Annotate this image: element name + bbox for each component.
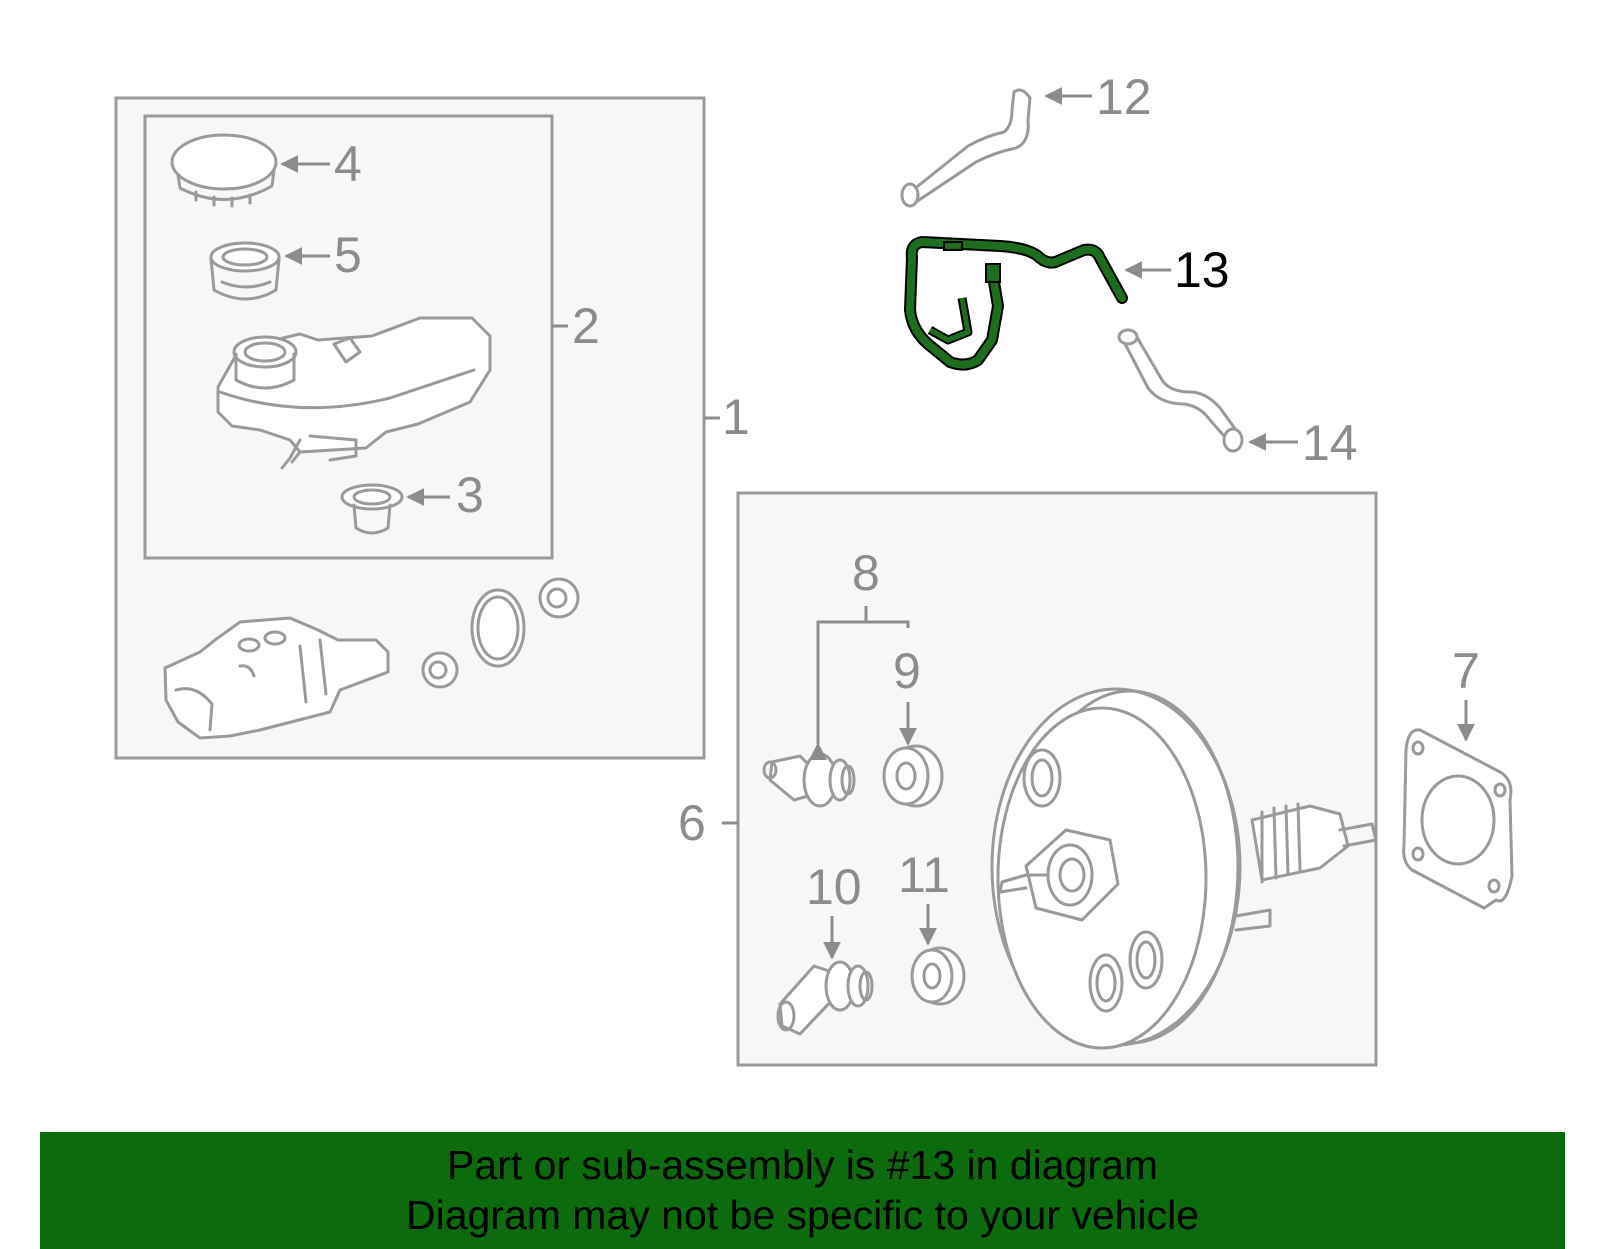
callout-3: 3 — [456, 467, 484, 523]
footer-note-disclaimer: Diagram may not be specific to your vehi… — [405, 1192, 1199, 1238]
master-cylinder-o-ring[interactable] — [470, 588, 526, 668]
part-5-strainer[interactable] — [209, 241, 281, 301]
callout-13: 13 — [1174, 242, 1230, 298]
part-14-hose-lower[interactable] — [1117, 328, 1244, 453]
footer-banner: Part or sub-assembly is #13 in diagram D… — [40, 1132, 1565, 1249]
callout-5: 5 — [334, 227, 362, 283]
part-4-reservoir-cap[interactable] — [170, 133, 278, 208]
leader-lines — [280, 87, 1475, 960]
footer-note-part-number: Part or sub-assembly is #13 in diagram — [447, 1142, 1158, 1188]
part-13-vacuum-hose-highlighted[interactable] — [904, 236, 1128, 371]
part-12-hose-upper[interactable] — [900, 88, 1032, 208]
part-8-check-valve[interactable] — [762, 752, 856, 808]
callout-1: 1 — [722, 389, 750, 445]
part-9-grommet[interactable] — [882, 744, 944, 808]
callout-11: 11 — [898, 847, 950, 903]
callout-2: 2 — [572, 298, 600, 354]
callout-10: 10 — [806, 859, 862, 915]
callout-6: 6 — [678, 795, 706, 851]
part-6-brake-booster[interactable] — [990, 687, 1378, 1050]
callout-7: 7 — [1452, 643, 1480, 699]
part-11-grommet[interactable] — [910, 946, 966, 1006]
part-2-reservoir-tank[interactable] — [216, 316, 492, 470]
master-cylinder-nut-large[interactable] — [538, 577, 580, 619]
callout-14: 14 — [1302, 415, 1358, 471]
callout-12: 12 — [1096, 69, 1152, 125]
callout-9: 9 — [893, 643, 921, 699]
part-7-gasket[interactable] — [1402, 728, 1514, 910]
part-10-fitting[interactable] — [776, 960, 874, 1036]
callout-8: 8 — [852, 545, 880, 601]
master-cylinder-body[interactable] — [163, 616, 390, 740]
callout-4: 4 — [334, 136, 362, 192]
part-3-grommet[interactable] — [340, 483, 404, 535]
master-cylinder-nut-small[interactable] — [421, 651, 459, 689]
